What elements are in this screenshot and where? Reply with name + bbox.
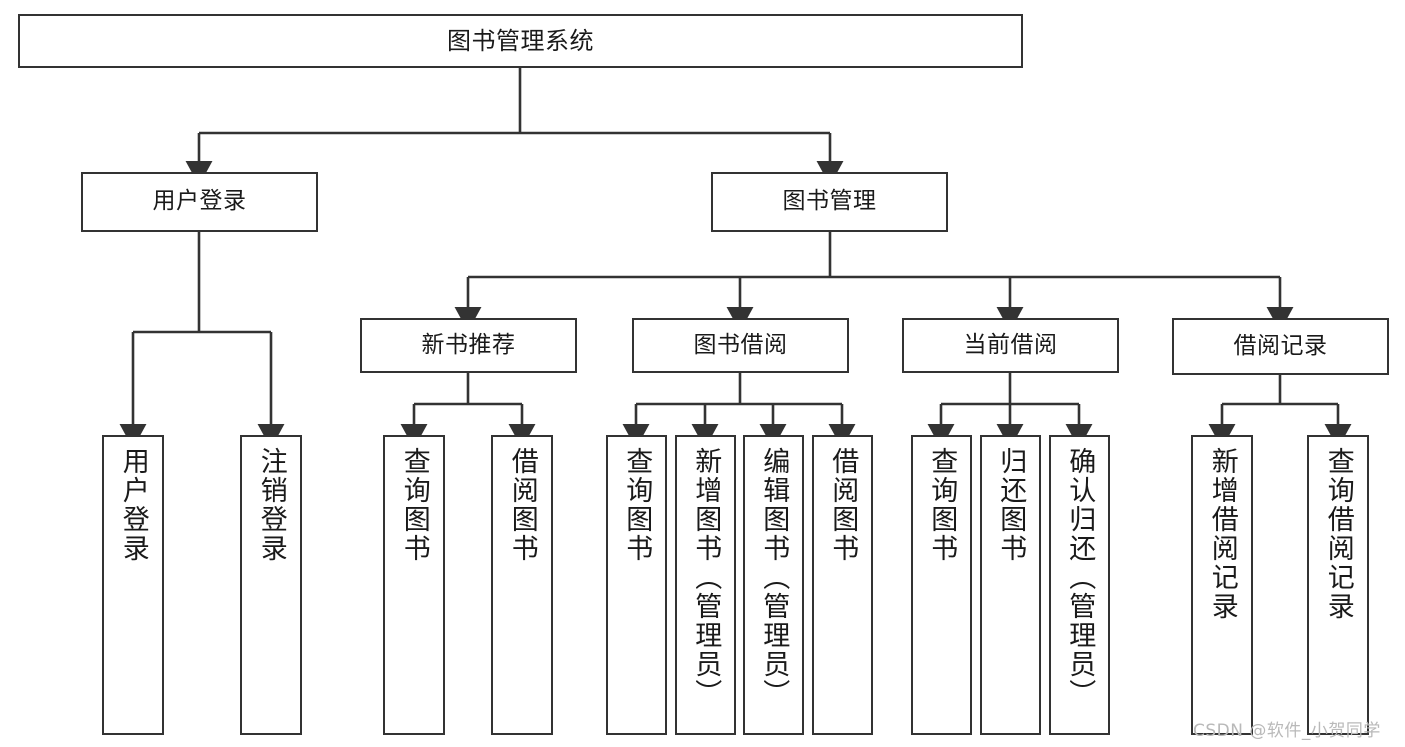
- node-book-borrow[interactable]: 图书借阅: [632, 318, 849, 373]
- node-user-login[interactable]: 用户登录: [81, 172, 318, 232]
- node-book-manage[interactable]: 图书管理: [711, 172, 948, 232]
- node-leaf-confirm-return-label: 确认归还（管理员）: [1064, 447, 1096, 708]
- node-leaf-return-book[interactable]: 归还图书: [980, 435, 1041, 735]
- node-leaf-query-book-2-label: 查询图书: [621, 447, 653, 563]
- node-leaf-query-record-label: 查询借阅记录: [1322, 447, 1354, 621]
- node-leaf-user-login-label: 用户登录: [117, 447, 149, 563]
- node-borrow-record-label: 借阅记录: [1233, 332, 1328, 359]
- node-leaf-query-book-1[interactable]: 查询图书: [383, 435, 445, 735]
- node-book-borrow-label: 图书借阅: [693, 331, 788, 358]
- node-current-borrow-label: 当前借阅: [963, 331, 1058, 358]
- node-borrow-record[interactable]: 借阅记录: [1172, 318, 1389, 375]
- node-leaf-user-login[interactable]: 用户登录: [102, 435, 164, 735]
- node-leaf-borrow-book-2-label: 借阅图书: [827, 447, 859, 563]
- node-leaf-logout[interactable]: 注销登录: [240, 435, 302, 735]
- node-user-login-label: 用户登录: [152, 188, 247, 215]
- node-leaf-edit-book[interactable]: 编辑图书（管理员）: [743, 435, 804, 735]
- node-root[interactable]: 图书管理系统: [18, 14, 1023, 68]
- node-leaf-add-record-label: 新增借阅记录: [1206, 447, 1238, 621]
- node-new-book-recommend[interactable]: 新书推荐: [360, 318, 577, 373]
- node-leaf-query-book-3-label: 查询图书: [926, 447, 958, 563]
- node-leaf-add-book-label: 新增图书（管理员）: [690, 447, 722, 708]
- node-root-label: 图书管理系统: [447, 26, 594, 55]
- node-leaf-logout-label: 注销登录: [255, 447, 287, 563]
- node-leaf-query-book-2[interactable]: 查询图书: [606, 435, 667, 735]
- node-book-manage-label: 图书管理: [782, 188, 877, 215]
- node-leaf-query-record[interactable]: 查询借阅记录: [1307, 435, 1369, 735]
- node-current-borrow[interactable]: 当前借阅: [902, 318, 1119, 373]
- csdn-watermark: CSDN @软件_小贺同学: [1193, 721, 1381, 741]
- node-leaf-confirm-return[interactable]: 确认归还（管理员）: [1049, 435, 1110, 735]
- node-leaf-query-book-1-label: 查询图书: [398, 447, 430, 563]
- node-leaf-borrow-book-1[interactable]: 借阅图书: [491, 435, 553, 735]
- node-leaf-return-book-label: 归还图书: [995, 447, 1027, 563]
- node-leaf-edit-book-label: 编辑图书（管理员）: [758, 447, 790, 708]
- node-new-book-recommend-label: 新书推荐: [421, 331, 516, 358]
- node-leaf-borrow-book-2[interactable]: 借阅图书: [812, 435, 873, 735]
- node-leaf-add-book[interactable]: 新增图书（管理员）: [675, 435, 736, 735]
- node-leaf-borrow-book-1-label: 借阅图书: [506, 447, 538, 563]
- node-leaf-add-record[interactable]: 新增借阅记录: [1191, 435, 1253, 735]
- node-leaf-query-book-3[interactable]: 查询图书: [911, 435, 972, 735]
